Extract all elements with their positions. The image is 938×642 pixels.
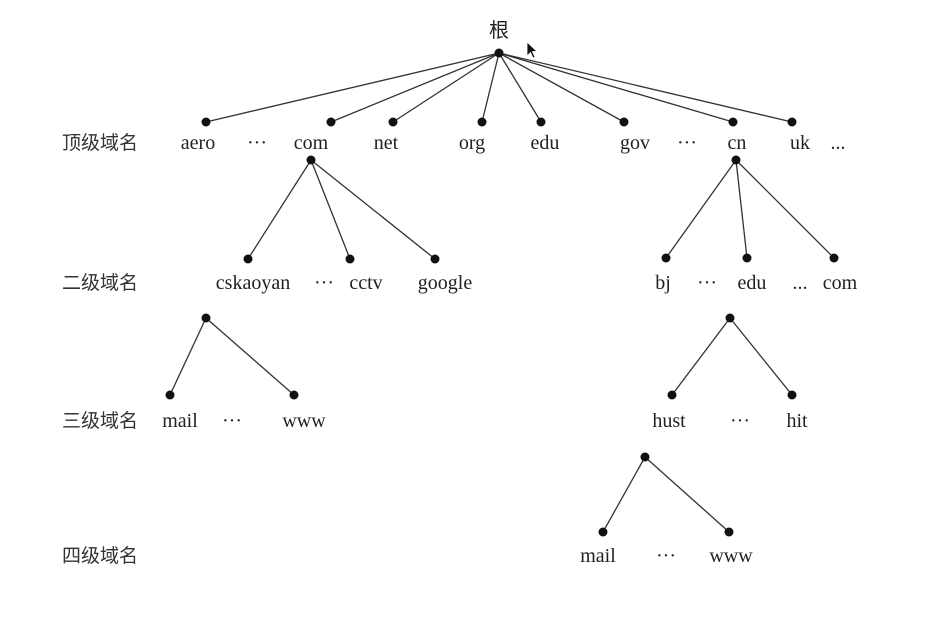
- top-level-domain-label: ···: [247, 132, 267, 154]
- tree-node-dot: [728, 117, 738, 127]
- tree-node-dot: [306, 155, 316, 165]
- tree-node-dot: [667, 390, 677, 400]
- tree-node-dot: [243, 254, 253, 264]
- tree-edge: [729, 317, 793, 396]
- tree-node-dot: [640, 452, 650, 462]
- tree-edge: [310, 159, 351, 260]
- tree-edge: [644, 456, 730, 533]
- level-label: 三级域名: [62, 410, 138, 432]
- second-level-domain-label: bj: [655, 272, 671, 294]
- fourth-level-domain-label: ···: [656, 545, 676, 567]
- second-level-domain-label: ...: [793, 272, 808, 294]
- tree-edge: [735, 159, 835, 259]
- tree-node-dot: [430, 254, 440, 264]
- level-label: 二级域名: [62, 272, 138, 294]
- tree-node-dot: [787, 390, 797, 400]
- tree-node-dot: [598, 527, 608, 537]
- second-level-domain-label: ···: [314, 272, 334, 294]
- tree-node-dot: [661, 253, 671, 263]
- top-level-domain-label: net: [374, 132, 399, 154]
- top-level-domain-label: edu: [531, 132, 560, 154]
- top-level-domain-label: uk: [790, 132, 810, 154]
- top-level-domain-label: aero: [181, 132, 215, 154]
- tree-node-dot: [388, 117, 398, 127]
- tree-node-dot: [619, 117, 629, 127]
- tree-edge: [665, 159, 737, 259]
- tree-edge: [602, 456, 646, 533]
- tree-edge: [498, 52, 625, 123]
- tree-edge: [205, 317, 295, 396]
- tree-node-dot: [731, 155, 741, 165]
- tree-edge: [392, 52, 500, 123]
- third-level-domain-label: www: [282, 410, 326, 432]
- tree-node-dot: [201, 117, 211, 127]
- tree-node-dot: [477, 117, 487, 127]
- level-label: 顶级域名: [62, 132, 138, 154]
- tree-node-dot: [201, 313, 211, 323]
- third-level-domain-label: hit: [786, 410, 808, 432]
- second-level-domain-label: ···: [697, 272, 717, 294]
- tree-node-dot: [724, 527, 734, 537]
- second-level-domain-label: cctv: [349, 272, 382, 294]
- second-level-domain-label: com: [823, 272, 858, 294]
- tree-edge: [671, 317, 731, 396]
- tree-node-dot: [494, 48, 504, 58]
- tree-edge: [205, 52, 500, 123]
- tree-node-dot: [345, 254, 355, 264]
- mouse-cursor-icon: [526, 41, 539, 59]
- second-level-domain-label: cskaoyan: [216, 272, 290, 294]
- top-level-domain-label: org: [459, 132, 485, 154]
- top-level-domain-label: cn: [728, 132, 747, 154]
- fourth-level-domain-label: mail: [580, 545, 616, 567]
- tree-edge: [330, 52, 500, 123]
- tree-edge: [169, 317, 207, 396]
- top-level-domain-label: com: [294, 132, 329, 154]
- tree-node-dot: [326, 117, 336, 127]
- tree-edge: [498, 52, 542, 123]
- tree-node-dot: [289, 390, 299, 400]
- third-level-domain-label: ···: [222, 410, 242, 432]
- tree-edge: [481, 52, 500, 123]
- tree-edge: [735, 159, 748, 259]
- tree-node-dot: [536, 117, 546, 127]
- third-level-domain-label: mail: [162, 410, 198, 432]
- third-level-domain-label: hust: [652, 410, 686, 432]
- tree-node-dot: [742, 253, 752, 263]
- top-level-domain-label: ...: [831, 132, 846, 154]
- fourth-level-domain-label: www: [709, 545, 753, 567]
- tree-node-dot: [725, 313, 735, 323]
- tree-edge: [498, 52, 793, 123]
- second-level-domain-label: edu: [738, 272, 767, 294]
- tree-edge: [310, 159, 436, 260]
- tree-node-dot: [829, 253, 839, 263]
- level-label: 四级域名: [62, 545, 138, 567]
- top-level-domain-label: gov: [620, 132, 650, 154]
- second-level-domain-label: google: [418, 272, 473, 294]
- third-level-domain-label: ···: [730, 410, 750, 432]
- tree-node-dot: [165, 390, 175, 400]
- tree-node-dot: [787, 117, 797, 127]
- top-level-domain-label: ···: [677, 132, 697, 154]
- root-label: 根: [489, 19, 509, 42]
- tree-edge: [247, 159, 312, 260]
- tree-edge: [498, 52, 734, 123]
